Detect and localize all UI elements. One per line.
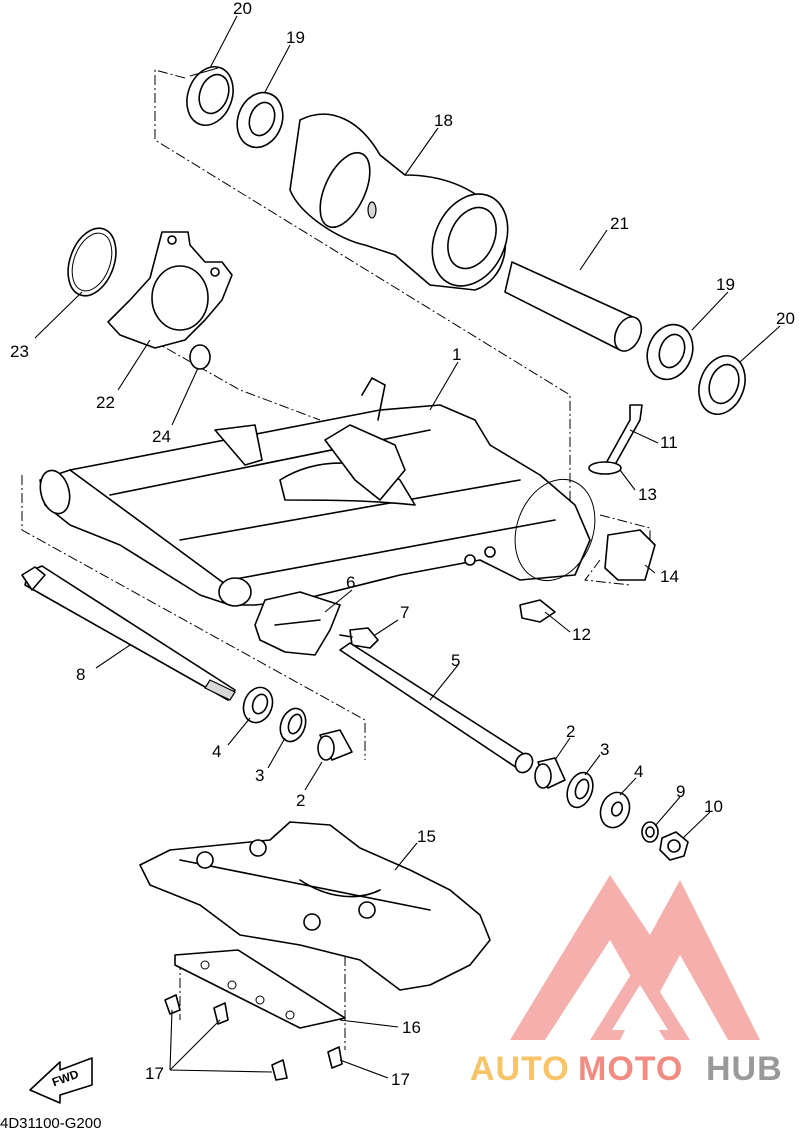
watermark-auto: AUTO	[470, 1050, 570, 1088]
callout-12: 12	[572, 625, 591, 644]
part-16-plate	[174, 949, 346, 1029]
part-24-collar	[189, 344, 211, 370]
callout-6: 6	[346, 573, 355, 592]
part-7-bolt	[339, 627, 379, 649]
callout-2-left: 2	[296, 791, 305, 810]
callout-10: 10	[704, 797, 723, 816]
callout-15: 15	[417, 827, 436, 846]
callout-19-lower: 19	[716, 275, 735, 294]
part-19-lower-bearing	[646, 323, 694, 381]
watermark-hub: HUB	[706, 1050, 783, 1088]
part-19-upper-bearing	[236, 91, 284, 149]
part-9-washer	[641, 821, 659, 843]
callout-16: 16	[402, 1018, 421, 1037]
part-3-right-seal	[566, 771, 594, 809]
part-1-swingarm	[39, 377, 596, 607]
part-20-lower-seal	[698, 355, 746, 415]
callout-17-right: 17	[391, 1070, 410, 1089]
watermark-moto: MOTO	[578, 1050, 683, 1088]
watermark-wordmark: AUTO MOTO HUB	[470, 1050, 783, 1088]
part-6-bracket	[254, 591, 341, 656]
reference-code: 4D31100-G200	[0, 1115, 101, 1132]
callout-22: 22	[96, 393, 115, 412]
leader-lines	[34, 15, 781, 1079]
callout-labels: 20 19 18 21 19 20 23 22 24 1 11 13 14 12…	[10, 0, 795, 1089]
callout-3-left: 3	[255, 766, 264, 785]
part-17-bolts	[164, 994, 343, 1081]
callout-23: 23	[10, 342, 29, 361]
callout-14: 14	[660, 567, 679, 586]
watermark-logo	[510, 875, 760, 1040]
callout-3-right: 3	[600, 740, 609, 759]
callout-7: 7	[400, 603, 409, 622]
part-10-nut	[659, 831, 689, 861]
part-8-pivot-shaft	[21, 565, 236, 701]
callout-2-right: 2	[566, 722, 575, 741]
callout-20-lower: 20	[776, 309, 795, 328]
callout-18: 18	[434, 111, 453, 130]
fwd-arrow-icon	[29, 1057, 93, 1104]
part-18-hub-housing	[289, 113, 509, 291]
callout-8: 8	[76, 665, 85, 684]
part-21-spacer-tube	[504, 261, 643, 352]
part-14-block	[604, 529, 656, 581]
callout-4-left: 4	[212, 742, 221, 761]
part-23-circlip	[67, 227, 117, 297]
callout-13: 13	[638, 485, 657, 504]
callout-1: 1	[452, 345, 461, 364]
callout-11: 11	[660, 433, 678, 452]
part-3-left-seal	[279, 707, 307, 743]
part-4-right-spacer	[599, 791, 631, 829]
part-15-guard	[139, 821, 491, 991]
part-4-left-spacer	[242, 686, 274, 724]
part-2-right-bearing	[534, 757, 566, 789]
callout-17-left: 17	[145, 1064, 164, 1083]
part-13-washer	[588, 461, 622, 475]
callout-4-right: 4	[634, 762, 643, 781]
part-11-bolt	[604, 404, 643, 471]
callout-5: 5	[451, 651, 460, 670]
part-12-nut	[519, 599, 556, 623]
callout-9: 9	[676, 782, 685, 801]
callout-20-upper: 20	[233, 0, 252, 18]
callout-24: 24	[152, 427, 171, 446]
part-22-bracket	[107, 231, 233, 349]
callout-19-upper: 19	[286, 28, 305, 47]
callout-21: 21	[610, 214, 629, 233]
part-20-upper-seal	[186, 66, 234, 126]
part-5-shaft	[339, 642, 534, 774]
part-2-left-bearing	[317, 729, 353, 761]
